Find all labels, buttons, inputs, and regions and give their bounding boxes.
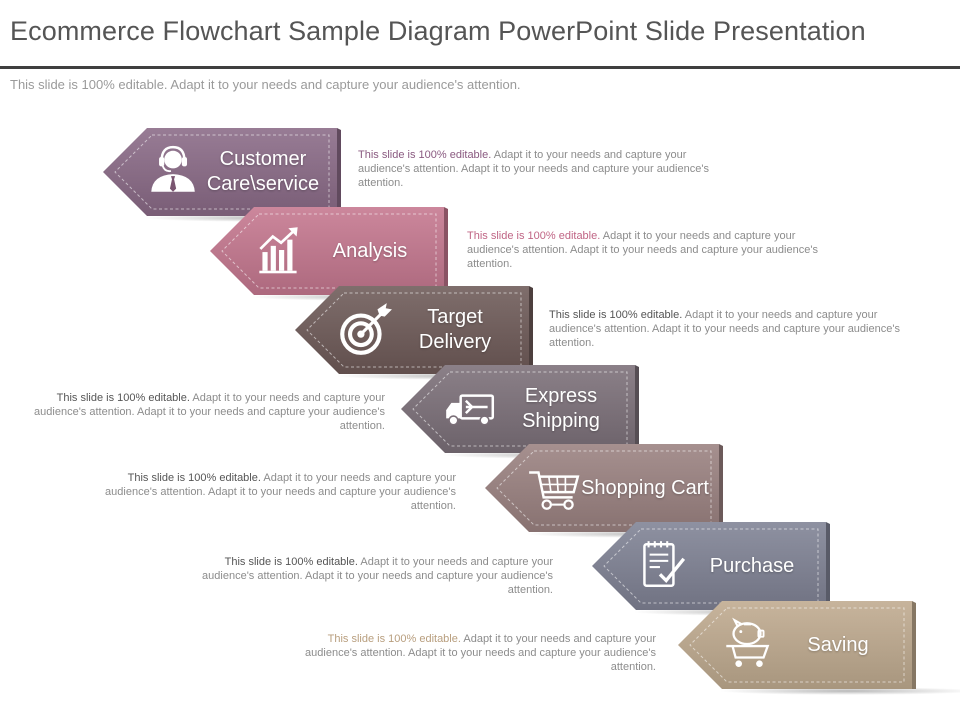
description-body: Adapt it to your needs and capture your … [202,556,553,596]
description-body: Adapt it to your needs and capture your … [358,149,709,189]
chevron-arrow-shape [401,365,639,453]
step-description: This slide is 100% editable. Adapt it to… [195,555,553,597]
step-description: This slide is 100% editable. Adapt it to… [358,148,716,190]
description-lead: This slide is 100% editable. [549,309,683,321]
description-lead: This slide is 100% editable. [224,556,358,568]
description-lead: This slide is 100% editable. [56,392,190,404]
step-description: This slide is 100% editable. Adapt it to… [467,229,825,271]
delivery-truck-icon [446,394,495,426]
step-label: Express Shipping [522,385,600,432]
flow-step-1: Customer Care\service [103,128,443,222]
description-lead: This slide is 100% editable. [358,149,492,161]
chevron-arrow-shape [103,128,341,216]
step-label: Target Delivery [418,306,492,353]
step-description: This slide is 100% editable. Adapt it to… [27,391,385,433]
target-arrow-icon [340,303,392,355]
description-lead: This slide is 100% editable. [467,230,601,242]
description-body: Adapt it to your needs and capture your … [305,633,656,673]
checklist-clipboard-icon [643,541,686,587]
step-label: Shopping Cart [581,476,709,499]
description-body: Adapt it to your needs and capture your … [549,309,900,349]
step-label: Purchase [709,554,795,577]
description-body: Adapt it to your needs and capture your … [467,230,818,270]
title-divider [0,66,960,69]
step-label: Analysis [332,239,408,262]
slide-subtitle: This slide is 100% editable. Adapt it to… [10,77,521,92]
slide-title: Ecommerce Flowchart Sample Diagram Power… [10,16,866,46]
step-description: This slide is 100% editable. Adapt it to… [549,308,907,350]
chevron-arrow-shape [485,444,723,532]
step-label: Saving [807,633,869,656]
step-shadow [718,687,960,695]
step-description: This slide is 100% editable. Adapt it to… [98,471,456,513]
shopping-cart-icon [529,471,580,510]
growth-chart-icon [259,227,298,274]
step-label: Customer Care\service [206,148,320,195]
description-lead: This slide is 100% editable. [327,633,461,645]
step-description: This slide is 100% editable. Adapt it to… [298,632,656,674]
flow-step-7: Saving [678,601,960,695]
headset-agent-icon [151,145,195,192]
description-body: Adapt it to your needs and capture your … [34,392,385,432]
description-lead: This slide is 100% editable. [127,472,261,484]
piggy-bank-cart-icon [726,617,770,667]
description-body: Adapt it to your needs and capture your … [105,472,456,512]
